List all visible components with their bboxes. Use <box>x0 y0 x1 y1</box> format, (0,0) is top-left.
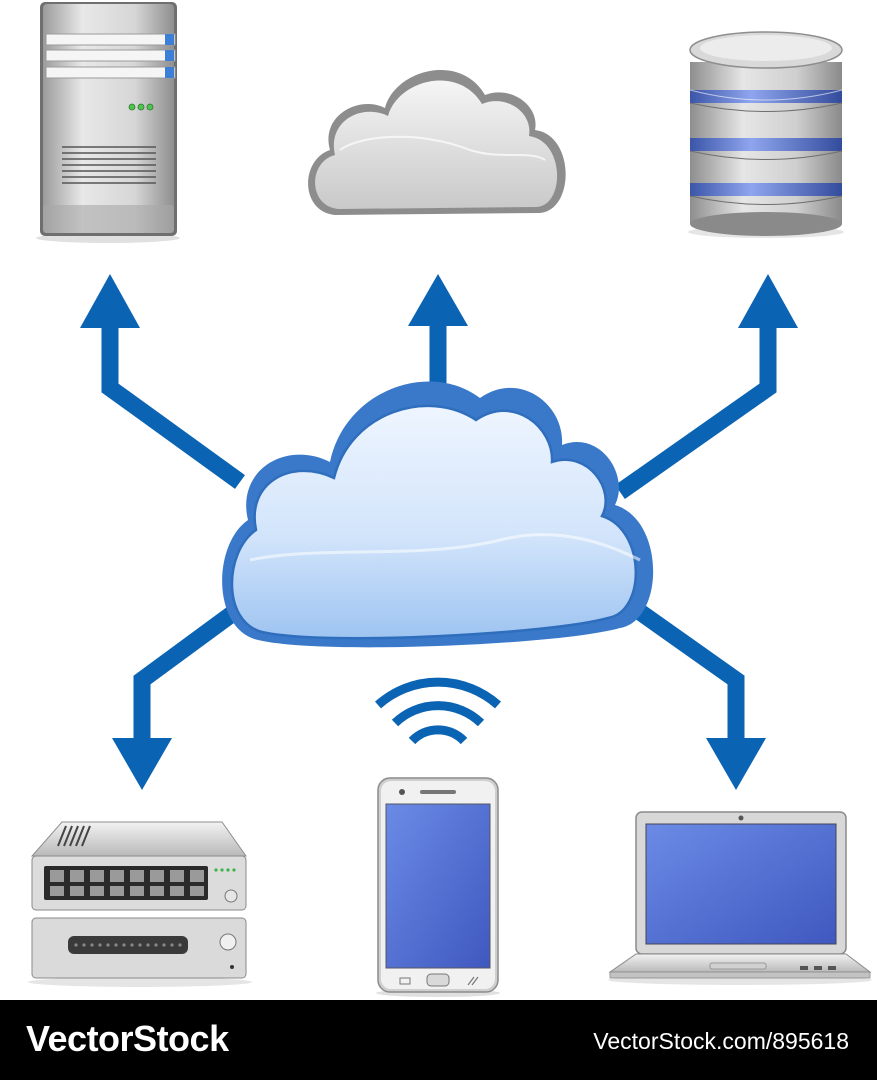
connection-arrows <box>101 320 777 745</box>
stock-id-text: VectorStock.com/895618 <box>593 1028 849 1054</box>
wifi-signal-icon <box>375 677 501 745</box>
arrow-heads <box>80 274 798 790</box>
gray-cloud-icon <box>308 70 566 215</box>
arrowhead-up-center <box>408 274 468 326</box>
network-diagram <box>28 2 872 997</box>
brand-logo-text: VectorStock <box>26 1018 229 1059</box>
central-cloud-icon <box>222 381 654 648</box>
arrowhead-up-right <box>738 274 798 328</box>
database-icon <box>688 31 844 238</box>
arrow-to-database <box>615 322 777 499</box>
arrowhead-down-right <box>706 738 766 790</box>
arrowhead-down-left <box>112 738 172 790</box>
network-switch-icon <box>28 821 252 987</box>
laptop-icon <box>608 811 872 985</box>
arrowhead-up-left <box>80 274 140 328</box>
arrow-to-laptop <box>635 605 745 745</box>
arrow-to-server <box>101 322 245 489</box>
tower-server-icon <box>36 2 180 243</box>
arrow-to-switch <box>133 601 246 745</box>
smartphone-icon <box>376 777 500 997</box>
footer-bar: VectorStock VectorStock.com/895618 <box>0 1000 877 1080</box>
